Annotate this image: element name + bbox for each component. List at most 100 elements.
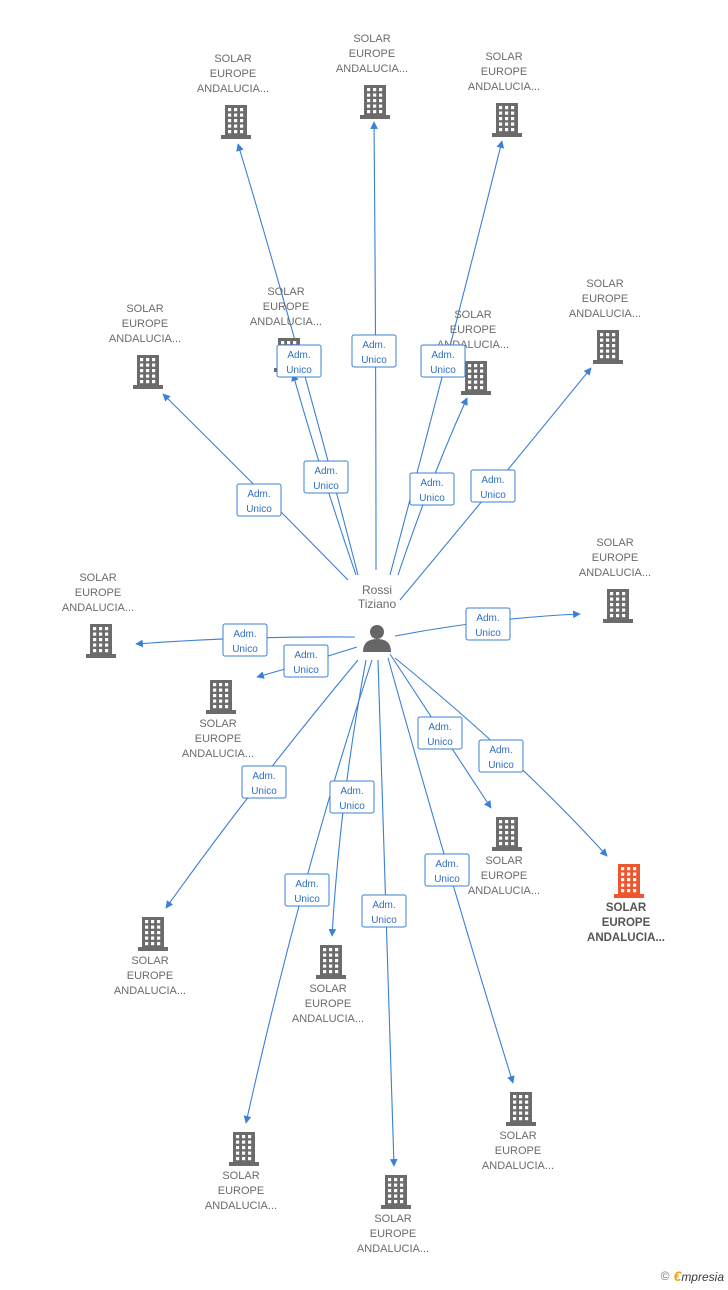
company-label-line: ANDALUCIA... bbox=[197, 83, 269, 95]
company-label-line: SOLAR bbox=[596, 537, 633, 549]
role-badge-box bbox=[424, 853, 470, 887]
role-badge-text: Adm. bbox=[431, 350, 454, 361]
role-badge[interactable]: Adm. Unico bbox=[283, 644, 329, 678]
company-node[interactable]: SOLAREUROPEANDALUCIA... bbox=[437, 309, 509, 395]
building-icon bbox=[221, 105, 251, 139]
company-node[interactable]: SOLAREUROPEANDALUCIA... bbox=[468, 817, 540, 897]
company-label-line: ANDALUCIA... bbox=[336, 63, 408, 75]
building-icon bbox=[492, 103, 522, 137]
role-badge-text: Adm. bbox=[362, 340, 385, 351]
company-node[interactable]: SOLAR EUROPE ANDALUCIA... bbox=[114, 917, 186, 997]
role-badge[interactable]: Adm. Unico bbox=[329, 780, 375, 814]
role-badge[interactable]: Adm.Unico bbox=[284, 873, 330, 907]
role-badge-box bbox=[465, 607, 511, 641]
role-badge-text: Unico bbox=[293, 665, 319, 676]
role-badge-text: Unico bbox=[361, 355, 387, 366]
company-label-line: ANDALUCIA... bbox=[468, 81, 540, 93]
role-badge[interactable]: Adm.Unico bbox=[222, 623, 268, 657]
company-label-line: EUROPE bbox=[122, 318, 168, 330]
building-icon bbox=[381, 1175, 411, 1209]
role-badge[interactable]: Adm. Unico bbox=[478, 739, 524, 773]
role-badge-text: Adm. bbox=[476, 613, 499, 624]
role-badge-box bbox=[284, 873, 330, 907]
person-icon bbox=[363, 625, 391, 652]
company-node[interactable]: SOLAREUROPEANDALUCIA... bbox=[62, 572, 134, 658]
role-badge-text: Adm. bbox=[295, 879, 318, 890]
role-badge[interactable]: Adm.Unico bbox=[470, 469, 516, 503]
company-node[interactable]: SOLAREUROPEANDALUCIA... bbox=[182, 680, 254, 760]
company-node[interactable]: SOLAR EUROPE ANDALUCIA... bbox=[468, 51, 540, 137]
role-badge[interactable]: Adm.Unico bbox=[465, 607, 511, 641]
company-label-line: SOLAR bbox=[485, 51, 522, 63]
empresia-logo[interactable]: €mpresia bbox=[673, 1268, 724, 1284]
role-badge[interactable]: Adm.Unico bbox=[409, 472, 455, 506]
role-badge-text: Adm. bbox=[233, 629, 256, 640]
company-label-line: SOLAR bbox=[214, 53, 251, 65]
role-badge-text: Unico bbox=[488, 760, 514, 771]
role-badge[interactable]: Adm.Unico bbox=[241, 765, 287, 799]
role-badge[interactable]: Adm.Unico bbox=[424, 853, 470, 887]
building-icon bbox=[133, 355, 163, 389]
company-label-line: SOLAR bbox=[374, 1213, 411, 1225]
role-badge-box bbox=[351, 334, 397, 368]
role-badge-box bbox=[361, 894, 407, 928]
building-icon bbox=[461, 361, 491, 395]
company-label-line: SOLAR bbox=[131, 955, 168, 967]
building-icon bbox=[593, 330, 623, 364]
company-label-line: EUROPE bbox=[592, 552, 638, 564]
company-label-line: ANDALUCIA... bbox=[579, 567, 651, 579]
role-badge-text: Adm. bbox=[489, 745, 512, 756]
company-node[interactable]: SOLAREUROPEANDALUCIA... bbox=[336, 33, 408, 119]
building-icon bbox=[492, 817, 522, 851]
company-label-line: SOLAR bbox=[267, 286, 304, 298]
company-node-highlighted[interactable]: SOLAREUROPEANDALUCIA... bbox=[587, 864, 665, 944]
role-badge-text: Adm. bbox=[435, 859, 458, 870]
role-badge[interactable]: Adm. Unico bbox=[351, 334, 397, 368]
company-label-line: SOLAR bbox=[606, 902, 647, 914]
role-badge-box bbox=[303, 460, 349, 494]
role-badge[interactable]: Adm.Unico bbox=[361, 894, 407, 928]
role-badge[interactable]: Adm.Unico bbox=[303, 460, 349, 494]
company-label-line: ANDALUCIA... bbox=[62, 602, 134, 614]
company-node[interactable]: SOLAREUROPEANDALUCIA... bbox=[205, 1132, 277, 1212]
company-label-line: ANDALUCIA... bbox=[482, 1160, 554, 1172]
company-node[interactable]: SOLAREUROPEANDALUCIA... bbox=[292, 945, 364, 1025]
company-label-line: ANDALUCIA... bbox=[292, 1013, 364, 1025]
role-badge-text: Adm. bbox=[420, 478, 443, 489]
role-badge-text: Unico bbox=[427, 737, 453, 748]
company-label-line: SOLAR bbox=[199, 718, 236, 730]
role-badge[interactable]: Adm.Unico bbox=[276, 344, 322, 378]
company-label-line: EUROPE bbox=[495, 1145, 541, 1157]
company-label-line: EUROPE bbox=[370, 1228, 416, 1240]
role-badge-text: Adm. bbox=[340, 786, 363, 797]
role-badge-text: Adm. bbox=[252, 771, 275, 782]
company-label-line: EUROPE bbox=[602, 917, 651, 929]
role-badge-box bbox=[276, 344, 322, 378]
building-icon bbox=[360, 85, 390, 119]
role-badge-box bbox=[222, 623, 268, 657]
role-badge-text: Adm. bbox=[294, 650, 317, 661]
role-badge-text: Unico bbox=[246, 504, 272, 515]
role-badge[interactable]: Adm.Unico bbox=[420, 344, 466, 378]
company-label-line: EUROPE bbox=[481, 66, 527, 78]
company-label-line: EUROPE bbox=[481, 870, 527, 882]
role-badge[interactable]: Adm. Unico bbox=[417, 716, 463, 750]
building-icon bbox=[316, 945, 346, 979]
role-badge[interactable]: Adm.Unico bbox=[236, 483, 282, 517]
role-badge-text: Unico bbox=[339, 801, 365, 812]
company-label-line: ANDALUCIA... bbox=[114, 985, 186, 997]
company-node[interactable]: SOLAR EUROPE ANDALUCIA... bbox=[579, 537, 651, 623]
company-label-line: SOLAR bbox=[126, 303, 163, 315]
company-node[interactable]: SOLAREUROPEANDALUCIA... bbox=[357, 1175, 429, 1255]
company-label-line: SOLAR bbox=[353, 33, 390, 45]
company-label-line: EUROPE bbox=[127, 970, 173, 982]
company-node[interactable]: SOLAREUROPEANDALUCIA... bbox=[197, 53, 269, 139]
company-node[interactable]: SOLAREUROPEANDALUCIA... bbox=[109, 303, 181, 389]
company-node[interactable]: SOLAREUROPEANDALUCIA... bbox=[482, 1092, 554, 1172]
company-node[interactable]: SOLAREUROPEANDALUCIA... bbox=[569, 278, 641, 364]
building-icon bbox=[603, 589, 633, 623]
role-badge-text: Adm. bbox=[428, 722, 451, 733]
company-label-line: ANDALUCIA... bbox=[569, 308, 641, 320]
